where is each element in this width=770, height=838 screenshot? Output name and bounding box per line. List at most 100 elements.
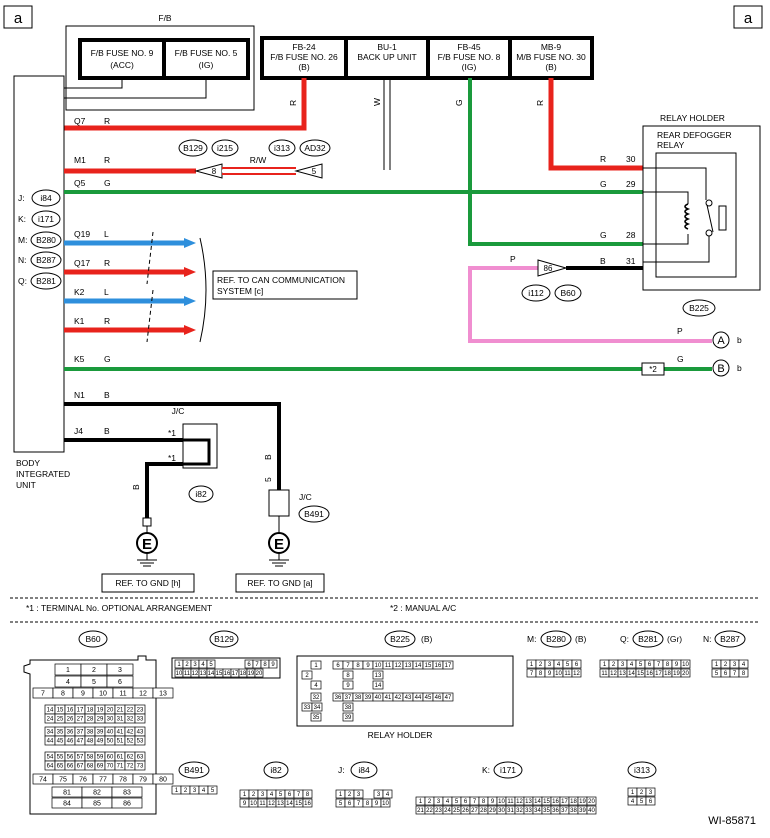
svg-text:3: 3: [548, 662, 552, 668]
svg-text:B281: B281: [638, 634, 658, 644]
svg-text:83: 83: [123, 789, 131, 796]
svg-text:15: 15: [216, 671, 223, 677]
svg-text:73: 73: [137, 764, 144, 770]
svg-text:49: 49: [97, 739, 104, 745]
svg-text:67: 67: [77, 764, 84, 770]
svg-text:UNIT: UNIT: [16, 480, 36, 490]
svg-text:6: 6: [649, 799, 653, 805]
svg-text:32: 32: [127, 717, 134, 723]
svg-text:RELAY HOLDER: RELAY HOLDER: [368, 730, 433, 740]
svg-text:16: 16: [646, 671, 653, 677]
svg-text:11: 11: [601, 671, 608, 677]
svg-text:J4: J4: [74, 426, 83, 436]
svg-text:6: 6: [464, 799, 468, 805]
footnote-1: *1 : TERMINAL No. OPTIONAL ARRANGEMENT: [26, 603, 212, 613]
svg-text:4: 4: [631, 799, 635, 805]
svg-text:B129: B129: [214, 634, 234, 644]
svg-text:5: 5: [455, 799, 459, 805]
svg-text:14: 14: [534, 799, 541, 805]
svg-text:32: 32: [516, 808, 523, 814]
svg-text:M1: M1: [74, 155, 86, 165]
bcm-connector-list: J: i84 K: i171 M: B280 N: B287 Q: B281: [18, 189, 62, 290]
svg-text:B: B: [600, 256, 606, 266]
svg-text:54: 54: [47, 755, 54, 761]
svg-text:64: 64: [47, 764, 54, 770]
svg-text:35: 35: [543, 808, 550, 814]
svg-text:18: 18: [664, 671, 671, 677]
svg-text:69: 69: [97, 764, 104, 770]
svg-text:6: 6: [247, 662, 251, 668]
svg-text:43: 43: [137, 730, 144, 736]
svg-text:REF. TO CAN COMMUNICATION: REF. TO CAN COMMUNICATION: [217, 275, 345, 285]
svg-text:1: 1: [715, 662, 719, 668]
svg-text:58: 58: [87, 755, 94, 761]
svg-text:A: A: [717, 335, 725, 347]
svg-text:B225: B225: [689, 303, 709, 313]
svg-text:10: 10: [176, 671, 183, 677]
svg-text:F/B FUSE NO. 26: F/B FUSE NO. 26: [270, 52, 338, 62]
svg-text:18: 18: [240, 671, 247, 677]
corner-label-left: a: [3, 5, 33, 29]
svg-text:BU-1: BU-1: [377, 42, 397, 52]
svg-text:3: 3: [621, 662, 625, 668]
svg-text:11: 11: [507, 799, 514, 805]
svg-text:34: 34: [314, 705, 321, 711]
svg-text:i112: i112: [528, 288, 544, 298]
svg-text:7: 7: [357, 801, 361, 807]
svg-text:2: 2: [612, 662, 616, 668]
svg-text:37: 37: [77, 730, 84, 736]
ground-right: E: [268, 516, 290, 567]
svg-text:33: 33: [525, 808, 532, 814]
fuse-fb45: FB-45 F/B FUSE NO. 8 (IG): [426, 36, 512, 80]
svg-text:a: a: [14, 10, 23, 27]
connector-86: [537, 259, 568, 277]
svg-text:B: B: [104, 426, 110, 436]
svg-text:23: 23: [137, 708, 144, 714]
svg-text:1: 1: [530, 662, 534, 668]
svg-text:80: 80: [159, 776, 167, 783]
svg-text:16: 16: [552, 799, 559, 805]
svg-text:(Gr): (Gr): [667, 634, 682, 644]
relay-internals: [643, 167, 727, 263]
svg-text:8: 8: [346, 673, 350, 679]
svg-text:1: 1: [603, 662, 607, 668]
svg-text:3: 3: [377, 792, 381, 798]
wire-mb9-30: [548, 78, 643, 171]
svg-text:52: 52: [127, 739, 134, 745]
svg-text:REF. TO GND [h]: REF. TO GND [h]: [115, 578, 180, 588]
svg-text:i82: i82: [270, 765, 282, 775]
svg-text:3: 3: [193, 662, 197, 668]
svg-text:9: 9: [675, 662, 679, 668]
svg-text:23: 23: [435, 808, 442, 814]
svg-text:12: 12: [610, 671, 617, 677]
can-ref-box: REF. TO CAN COMMUNICATION SYSTEM [c]: [212, 270, 358, 300]
svg-text:16: 16: [435, 663, 442, 669]
svg-text:G: G: [104, 354, 111, 364]
svg-text:46: 46: [435, 695, 442, 701]
svg-text:13: 13: [405, 663, 412, 669]
svg-text:22: 22: [426, 808, 433, 814]
svg-text:40: 40: [107, 730, 114, 736]
svg-text:*1: *1: [168, 453, 176, 463]
svg-text:12: 12: [516, 799, 523, 805]
svg-text:31: 31: [117, 717, 124, 723]
svg-text:5: 5: [211, 788, 215, 794]
svg-text:25: 25: [453, 808, 460, 814]
svg-text:21: 21: [417, 808, 424, 814]
svg-text:30: 30: [626, 154, 636, 164]
svg-text:9: 9: [243, 801, 247, 807]
svg-text:i215: i215: [217, 143, 233, 153]
svg-text:4: 4: [557, 662, 561, 668]
svg-text:44: 44: [415, 695, 422, 701]
svg-text:34: 34: [534, 808, 541, 814]
svg-text:10: 10: [250, 801, 257, 807]
svg-text:42: 42: [127, 730, 134, 736]
svg-text:6: 6: [118, 679, 122, 686]
svg-text:MB-9: MB-9: [541, 42, 562, 52]
svg-text:7: 7: [473, 799, 477, 805]
svg-text:3: 3: [118, 667, 122, 674]
svg-text:11: 11: [119, 690, 126, 697]
svg-text:37: 37: [561, 808, 568, 814]
